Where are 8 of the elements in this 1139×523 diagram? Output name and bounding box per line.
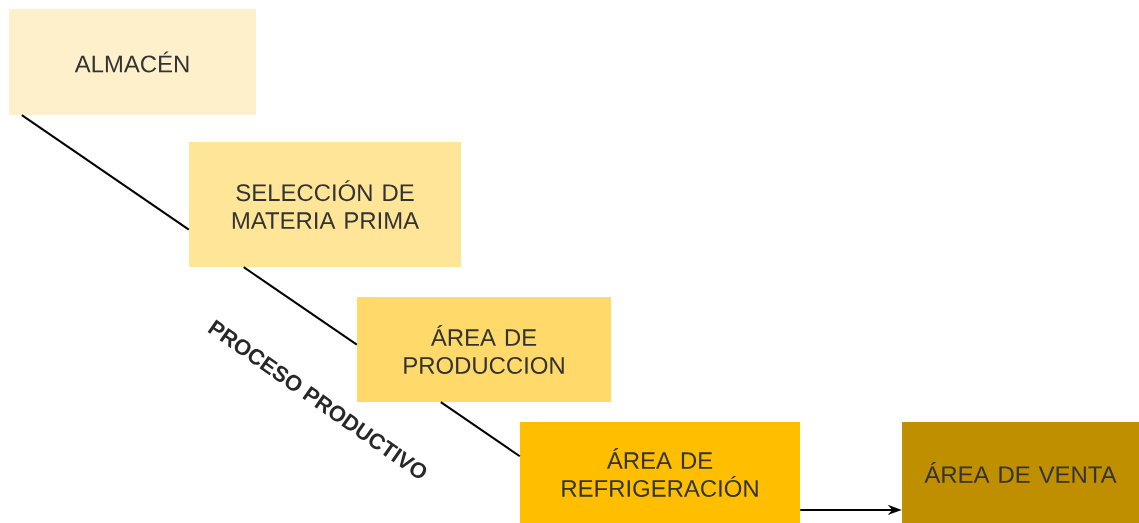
connector-line — [20, 114, 190, 231]
connector-line — [439, 401, 521, 458]
process-box: ÁREA DE PRODUCCION — [357, 297, 611, 402]
process-box: SELECCIÓN DE MATERIA PRIMA — [189, 142, 461, 267]
process-box: ÁREA DE VENTA — [902, 422, 1139, 523]
connector-line — [242, 266, 358, 346]
process-box: ALMACÉN — [9, 9, 256, 115]
process-box: ÁREA DE REFRIGERACIÓN — [520, 422, 800, 523]
